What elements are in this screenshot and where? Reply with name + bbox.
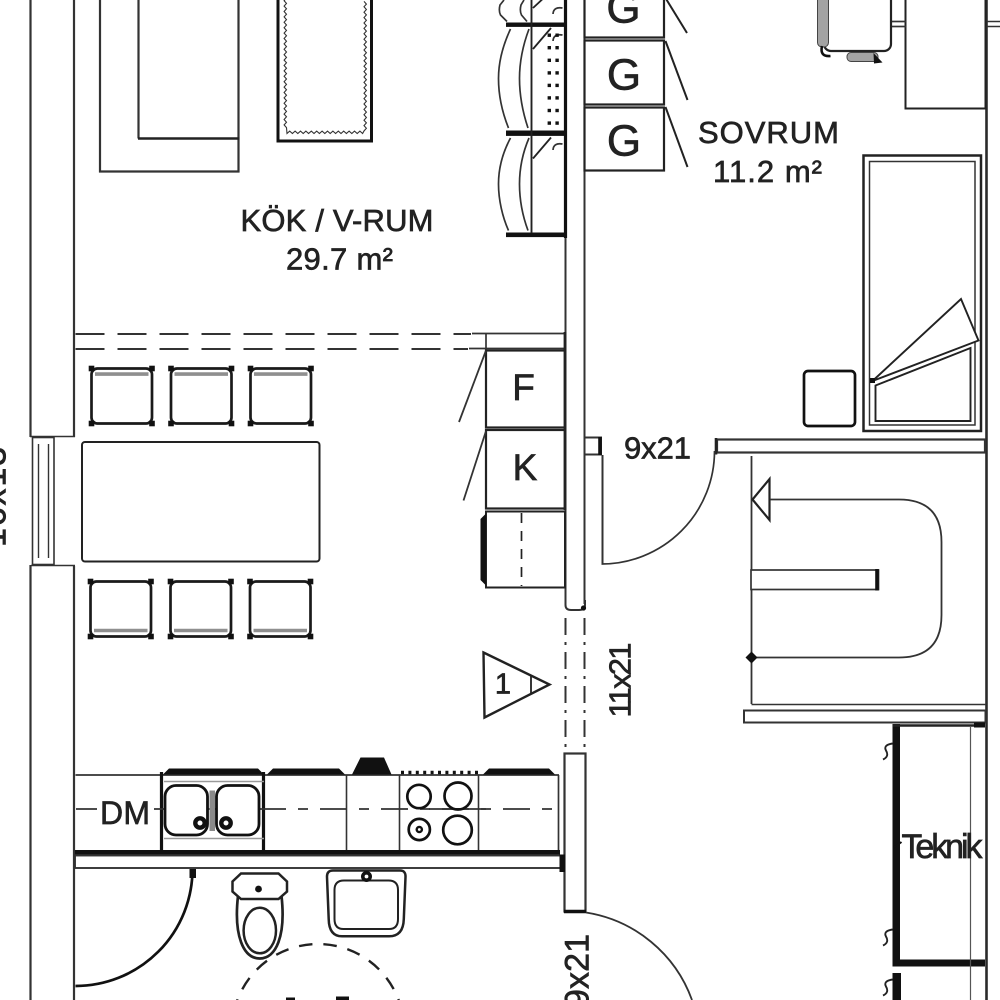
svg-text:G: G [606,0,640,33]
svg-text:G: G [607,51,641,100]
svg-text:11.2 m²: 11.2 m² [713,154,822,189]
svg-text:DM: DM [100,795,150,831]
svg-text:29.7 m²: 29.7 m² [286,242,393,277]
svg-text:9x21: 9x21 [624,431,691,466]
svg-text:G: G [607,117,641,166]
svg-text:SOVRUM: SOVRUM [698,115,839,150]
svg-text:9x21: 9x21 [559,934,597,1000]
svg-text:11x21: 11x21 [603,643,638,718]
svg-text:16x13: 16x13 [0,447,14,547]
svg-text:Teknik: Teknik [902,828,984,866]
svg-text:K: K [513,447,538,488]
svg-text:F: F [512,367,535,408]
svg-text:KÖK / V-RUM: KÖK / V-RUM [241,203,434,238]
svg-text:1: 1 [495,669,511,701]
